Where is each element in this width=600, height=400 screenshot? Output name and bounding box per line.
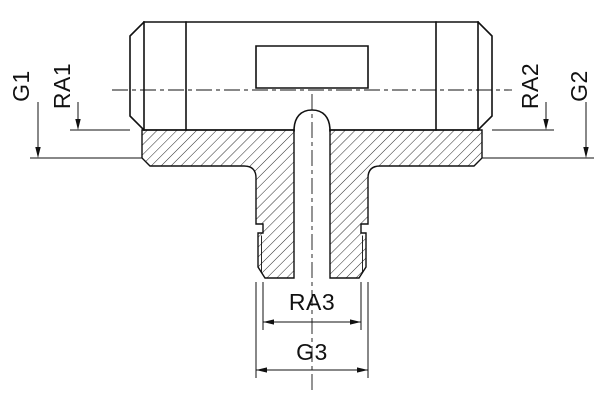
top-port-window — [255, 45, 369, 89]
dimension-label-ra2: RA2 — [517, 63, 543, 109]
g2-arrowhead — [583, 147, 589, 158]
dimension-label-g1: G1 — [8, 70, 34, 102]
g3-extension-lines — [255, 282, 369, 378]
part-outline — [129, 20, 493, 273]
centerlines — [112, 89, 512, 392]
ra1-arrowhead — [75, 119, 81, 130]
section-hatching — [141, 129, 483, 279]
hatched-flange-leg-right — [329, 129, 483, 279]
dimension-annotations: G1 RA1 RA2 G2 RA3 G3 — [8, 63, 594, 378]
hatched-flange-leg-left — [141, 129, 295, 279]
dimension-label-ra3: RA3 — [289, 289, 335, 315]
ra3-arrowhead-left — [263, 319, 274, 325]
left-nut-profile — [129, 20, 187, 132]
ra2-arrowhead — [543, 119, 549, 130]
dimension-label-g3: G3 — [296, 339, 328, 365]
ra3-arrowhead-right — [350, 319, 361, 325]
thread-root-lines — [261, 235, 363, 273]
g1-arrowhead — [35, 147, 41, 158]
g3-arrowhead-left — [256, 367, 267, 373]
dimension-label-ra1: RA1 — [49, 63, 75, 109]
dimension-label-g2: G2 — [566, 70, 592, 102]
g3-arrowhead-right — [357, 367, 368, 373]
right-nut-profile — [435, 20, 493, 132]
